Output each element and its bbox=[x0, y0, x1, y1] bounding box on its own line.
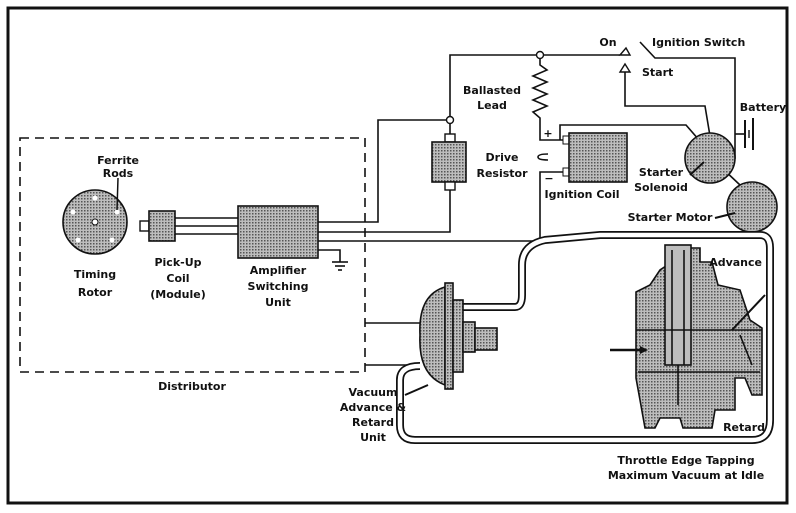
label-amplifier-3: Unit bbox=[265, 296, 291, 309]
label-drive-resistor-1: Drive bbox=[486, 151, 519, 164]
carburettor-throttle-body bbox=[610, 244, 766, 429]
label-throttle-1: Throttle Edge Tapping bbox=[617, 454, 754, 467]
label-throttle-2: Maximum Vacuum at Idle bbox=[608, 469, 764, 482]
timing-rotor bbox=[62, 177, 128, 255]
ground-icon bbox=[318, 249, 348, 271]
distributor-boundary bbox=[19, 137, 366, 373]
label-minus: − bbox=[544, 172, 553, 185]
label-battery: Battery bbox=[740, 101, 786, 114]
label-retard: Retard bbox=[723, 421, 765, 434]
label-starter-solenoid-1: Starter bbox=[639, 166, 684, 179]
label-timing-rotor-1: Timing bbox=[74, 268, 116, 281]
label-vacuum-unit-1: Vacuum bbox=[349, 386, 398, 399]
label-advance: Advance bbox=[709, 256, 762, 269]
vacuum-tubes bbox=[396, 231, 774, 444]
solenoid-pointer bbox=[689, 161, 705, 176]
starter-motor bbox=[726, 181, 778, 233]
ignition-coil bbox=[562, 132, 628, 183]
label-starter-solenoid-2: Solenoid bbox=[634, 181, 688, 194]
label-timing-rotor-2: Rotor bbox=[78, 286, 113, 299]
label-ferrite-rods-2: Rods bbox=[103, 167, 134, 180]
label-vacuum-unit-3: Retard bbox=[352, 416, 394, 429]
label-ballasted-lead-2: Lead bbox=[477, 99, 507, 112]
battery-icon bbox=[744, 118, 754, 150]
label-pickup-coil-1: Pick-Up bbox=[154, 256, 201, 269]
starter-solenoid bbox=[684, 132, 736, 184]
ignition-switch[interactable] bbox=[618, 46, 632, 73]
label-pickup-coil-3: (Module) bbox=[150, 288, 206, 301]
label-ignition-switch: Ignition Switch bbox=[652, 36, 745, 49]
label-ballasted-lead-1: Ballasted bbox=[463, 84, 521, 97]
label-amplifier-1: Amplifier bbox=[250, 264, 307, 277]
pickup-coil-module bbox=[139, 210, 238, 242]
drive-resistor bbox=[431, 133, 467, 191]
label-on: On bbox=[599, 36, 616, 49]
amplifier-switching-unit bbox=[237, 205, 319, 259]
label-vacuum-unit-2: Advance & bbox=[340, 401, 407, 414]
motor-pointer bbox=[714, 212, 736, 219]
label-pickup-coil-2: Coil bbox=[166, 272, 189, 285]
label-distributor: Distributor bbox=[158, 380, 226, 393]
label-drive-resistor-2: Resistor bbox=[476, 167, 528, 180]
label-amplifier-2: Switching bbox=[248, 280, 309, 293]
label-vacuum-unit-4: Unit bbox=[360, 431, 386, 444]
outer-border bbox=[6, 6, 789, 505]
label-ignition-coil: Ignition Coil bbox=[545, 188, 620, 201]
label-starter-motor: Starter Motor bbox=[628, 211, 713, 224]
label-ferrite-rods-1: Ferrite bbox=[97, 154, 139, 167]
vacuum-advance-retard-unit bbox=[404, 282, 498, 396]
label-start: Start bbox=[642, 66, 673, 79]
label-plus: + bbox=[543, 127, 552, 140]
